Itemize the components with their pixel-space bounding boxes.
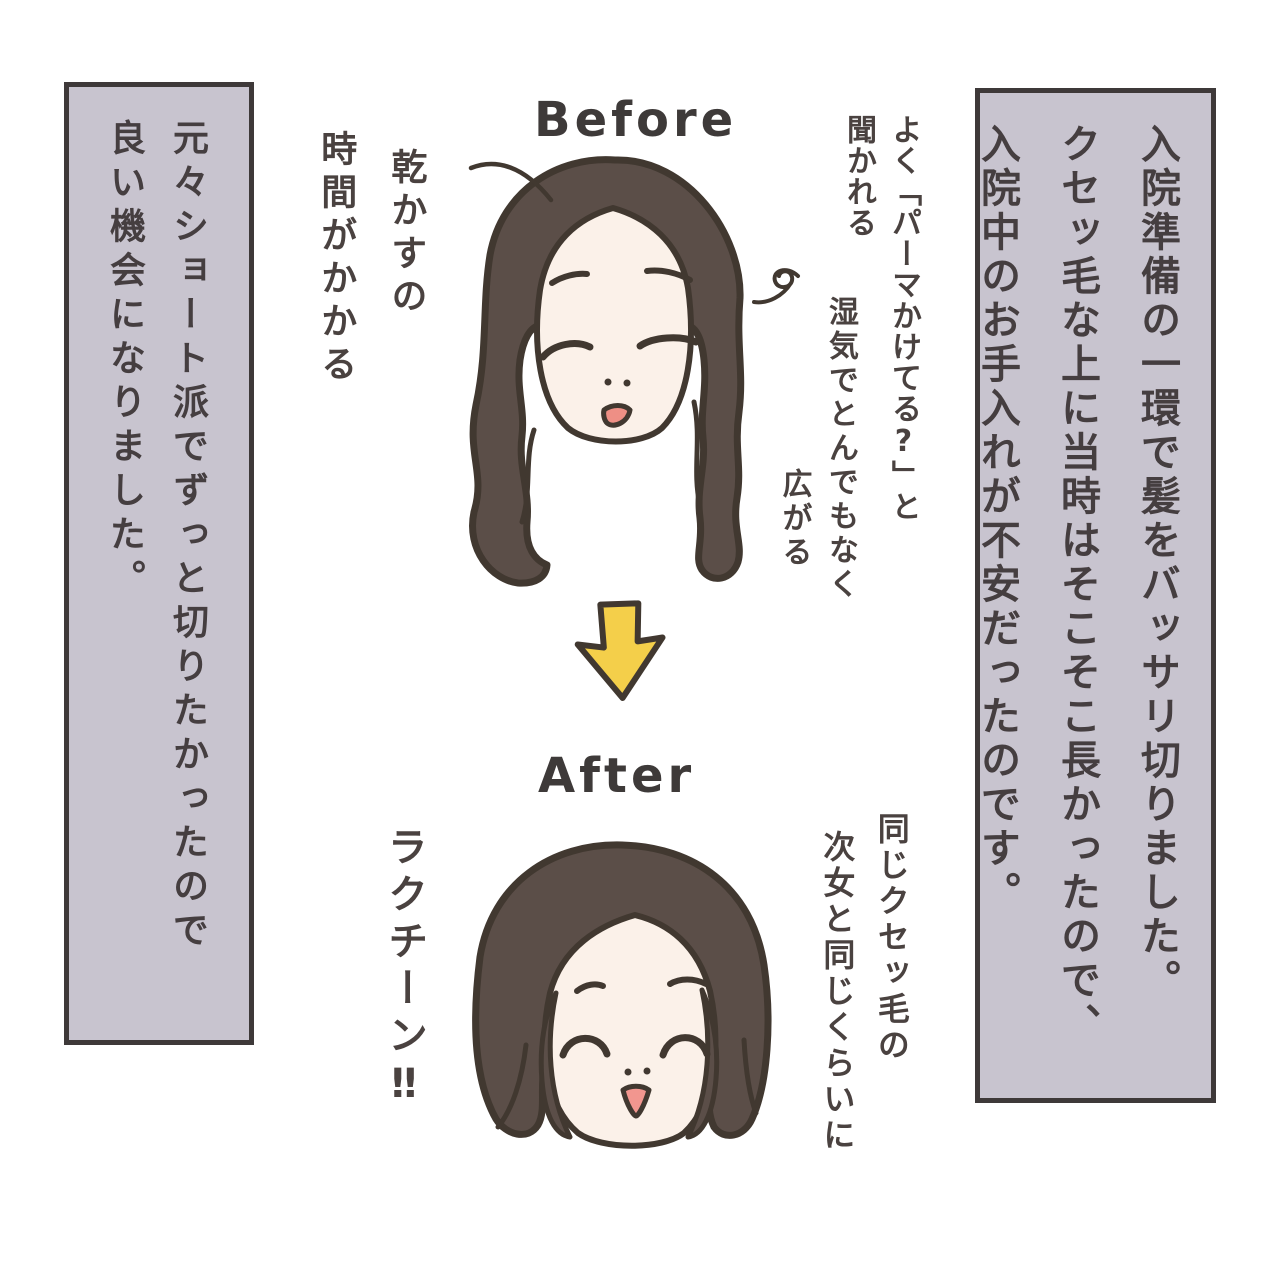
after-right-eyebrow bbox=[667, 976, 709, 987]
after-mouth bbox=[620, 1083, 652, 1119]
after-nose-dot-right bbox=[643, 1067, 651, 1075]
annotation-drying-time: 乾かすの 時間がかかる bbox=[300, 130, 440, 388]
after-right-eye bbox=[659, 1034, 711, 1059]
left-panel-column-2: 良い機会になりました。 bbox=[104, 119, 145, 603]
after-hair-strand-lines bbox=[495, 1037, 759, 1130]
annotation-perm-question-col-2: 聞かれる bbox=[841, 114, 876, 238]
annotation-same-as-daughter-col-1: 同じクセッ毛の bbox=[872, 812, 911, 1064]
left-panel-column-1: 元々ショート派でずっと切りたかったので bbox=[167, 119, 208, 955]
right-panel-column-2: クセッ毛な上に当時はそこそこ長かったので、 bbox=[1054, 123, 1100, 1047]
after-label: After bbox=[538, 748, 696, 804]
curl-squiggle bbox=[752, 268, 800, 305]
before-right-eyebrow bbox=[644, 267, 693, 283]
before-left-eye bbox=[539, 340, 594, 361]
before-nose-dot-left bbox=[604, 378, 612, 386]
annotation-humidity-frizz: 湿気でとんでもなく 広がる bbox=[770, 296, 863, 602]
before-label: Before bbox=[534, 92, 738, 148]
annotation-perm-question-col-1: よく「パーマかけてる?」と bbox=[886, 114, 921, 522]
annotation-drying-time-col-2: 時間がかかる bbox=[315, 130, 357, 388]
annotation-so-easy-col-1: ラクチーン‼ bbox=[381, 826, 427, 1114]
annotation-drying-time-col-1: 乾かすの bbox=[385, 148, 427, 320]
right-panel-column-3: 入院中のお手入れが不安だったのです。 bbox=[974, 123, 1020, 915]
annotation-humidity-frizz-col-2: 広がる bbox=[776, 468, 812, 570]
after-left-eyebrow bbox=[574, 981, 606, 994]
annotation-so-easy: ラクチーン‼ bbox=[376, 826, 432, 1114]
down-arrow-icon bbox=[574, 600, 666, 701]
annotation-same-as-daughter-col-2: 次女と同じくらいに bbox=[818, 830, 857, 1154]
after-face-illustration bbox=[472, 841, 772, 1149]
after-nose-dot-left bbox=[624, 1068, 632, 1076]
before-right-eye bbox=[636, 334, 700, 350]
after-front-lock-left bbox=[538, 990, 573, 1140]
before-mouth bbox=[601, 403, 633, 428]
right-caption-panel: 入院準備の一環で髪をバッサリ切りました。 クセッ毛な上に当時はそこそこ長かったの… bbox=[974, 88, 1216, 1103]
before-hair-strand-lines bbox=[519, 399, 703, 525]
after-face-skin bbox=[541, 912, 719, 1149]
annotation-humidity-frizz-col-1: 湿気でとんでもなく bbox=[823, 296, 858, 602]
left-caption-panel: 元々ショート派でずっと切りたかったので 良い機会になりました。 bbox=[64, 82, 254, 1045]
before-nose-dot-right bbox=[623, 379, 631, 387]
annotation-same-as-daughter: 同じクセッ毛の 次女と同じくらいに bbox=[810, 812, 919, 1154]
before-face-illustration bbox=[469, 156, 745, 587]
right-panel-column-1: 入院準備の一環で髪をバッサリ切りました。 bbox=[1134, 123, 1180, 1003]
pointer-line bbox=[468, 161, 554, 203]
after-left-eye bbox=[559, 1035, 611, 1059]
annotation-perm-question: よく「パーマかけてる?」と 聞かれる bbox=[836, 114, 926, 522]
before-left-eyebrow bbox=[549, 270, 590, 286]
